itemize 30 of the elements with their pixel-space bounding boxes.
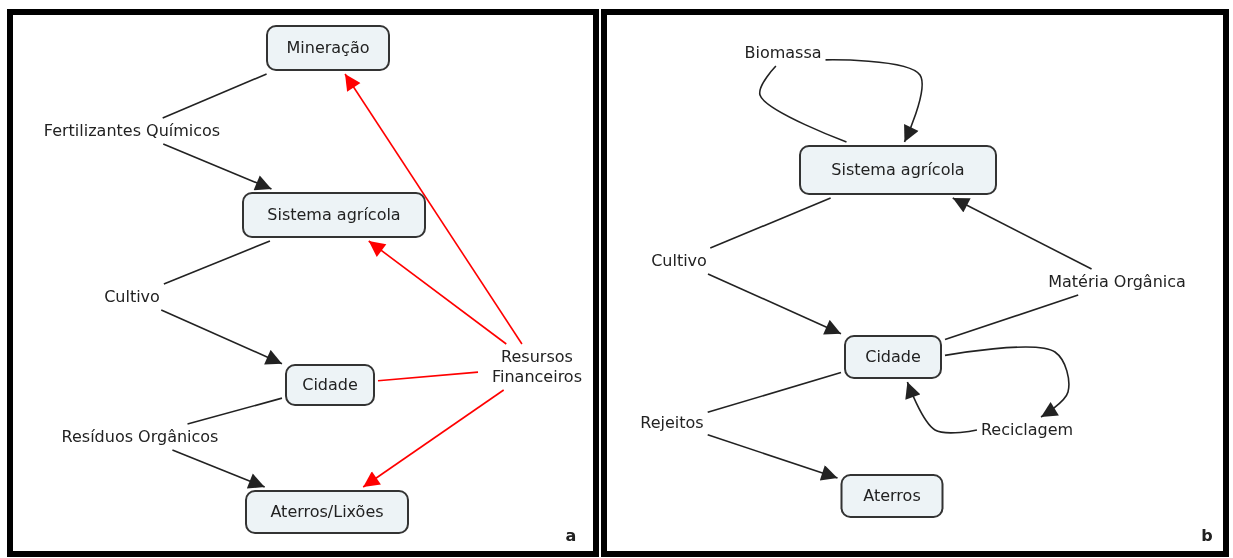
connector-arrow xyxy=(944,346,1070,418)
panel-letter: b xyxy=(1201,525,1213,545)
connector-arrow xyxy=(824,59,923,143)
connector-arrow xyxy=(344,73,523,345)
concept-label: Matéria Orgânica xyxy=(1047,272,1187,292)
concept-box: Sistema agrícola xyxy=(799,145,997,195)
connector-arrow xyxy=(706,434,839,481)
concept-box: Cidade xyxy=(285,364,375,406)
concept-label: Rejeitos xyxy=(639,413,705,433)
connector-arrow xyxy=(362,389,505,488)
concept-label: Resíduos Orgânicos xyxy=(60,427,220,447)
connector-arrow xyxy=(162,143,273,191)
concept-label: Cultivo xyxy=(103,287,161,307)
connector-arrow xyxy=(707,273,842,335)
connector-arrow xyxy=(171,449,266,489)
connector-arrow xyxy=(905,381,978,434)
concept-label: Biomassa xyxy=(743,43,823,63)
connector-arrow xyxy=(951,197,1093,270)
concept-label: Reciclagem xyxy=(979,420,1075,440)
connector-arrow xyxy=(160,309,283,365)
concept-label: Fertilizantes Químicos xyxy=(42,121,222,141)
concept-box: Aterros/Lixões xyxy=(245,490,409,534)
concept-box: Aterros xyxy=(840,474,944,518)
concept-box: Mineração xyxy=(266,25,390,71)
panel-letter: a xyxy=(565,525,577,545)
concept-label: Resursos Financeiros xyxy=(481,347,593,387)
concept-box: Cidade xyxy=(844,335,942,379)
concept-label: Cultivo xyxy=(650,251,708,271)
concept-box: Sistema agrícola xyxy=(242,192,426,238)
connector-arrow xyxy=(367,240,508,345)
